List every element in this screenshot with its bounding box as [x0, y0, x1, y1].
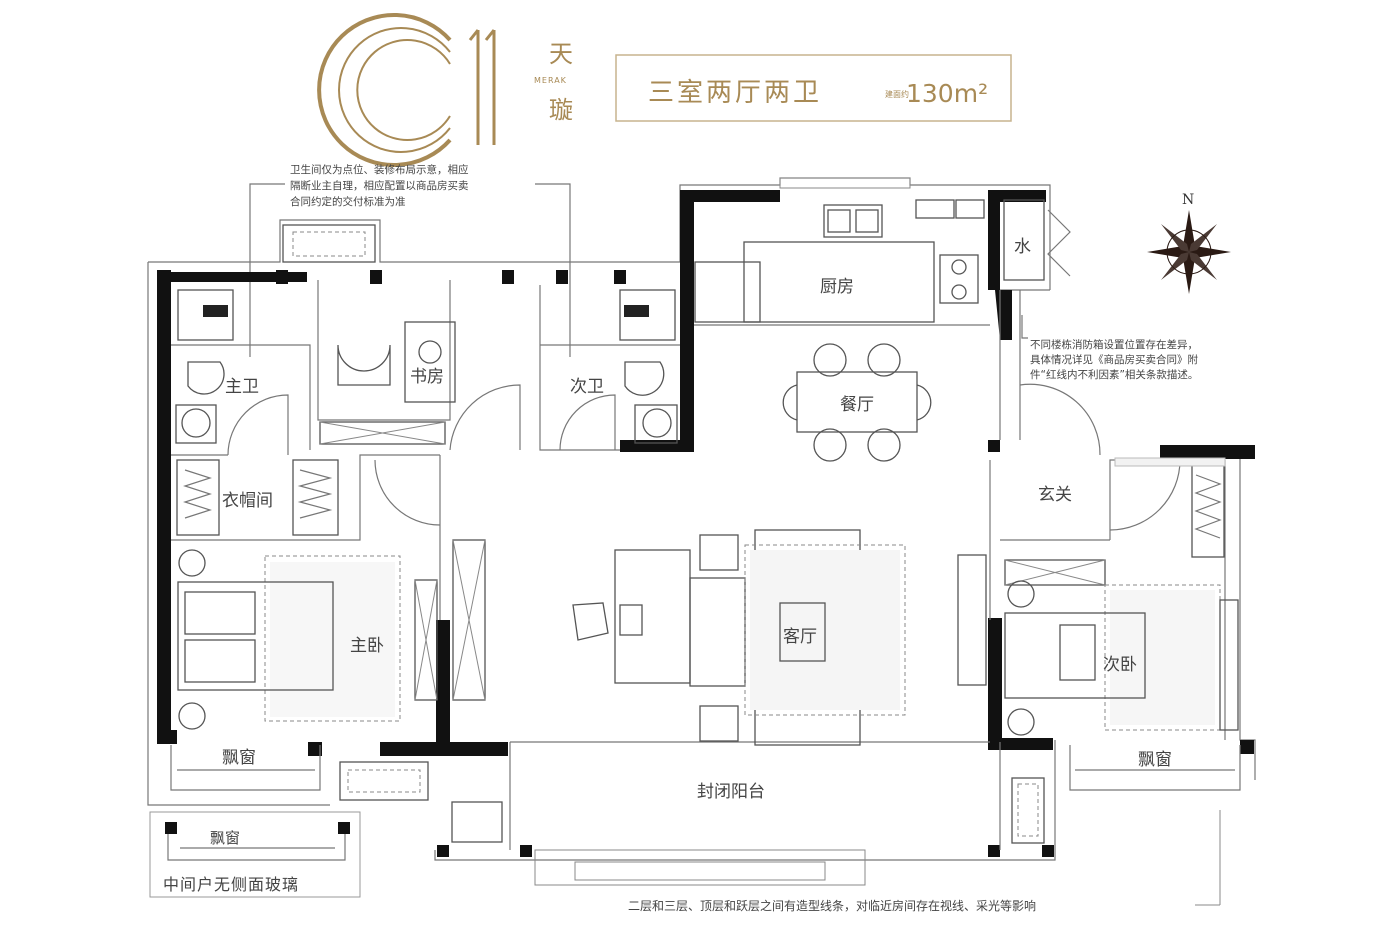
- compass-label: N: [1182, 192, 1194, 208]
- label-second-bedroom: 次卧: [1103, 655, 1137, 675]
- label-bay-window-left: 飘窗: [222, 748, 256, 768]
- fire-box-note: 不同楼栋消防箱设置位置存在差异， 具体情况详见《商品房买卖合同》附 件“红线内不…: [1021, 315, 1198, 381]
- svg-text:件“红线内不利因素”相关条款描述。: 件“红线内不利因素”相关条款描述。: [1030, 368, 1198, 381]
- bathroom-note: 卫生间仅为点位、装修布局示意，相应 隔断业主自理，相应配置以商品房买卖 合同约定…: [249, 163, 571, 357]
- inset-bay-window-label: 飘窗: [210, 829, 240, 847]
- svg-text:合同约定的交付标准为准: 合同约定的交付标准为准: [290, 195, 406, 208]
- brand-logo: C1 天 MERAK 璇: [317, 13, 576, 167]
- label-entrance: 玄关: [1038, 485, 1072, 505]
- brand-cn-top: 天: [549, 40, 576, 68]
- label-bay-window-right: 飘窗: [1138, 750, 1172, 770]
- walls: [157, 190, 1255, 857]
- label-living-room: 客厅: [783, 627, 817, 647]
- label-master-bath: 主卫: [225, 377, 259, 397]
- label-dining: 餐厅: [840, 395, 874, 415]
- svg-text:不同楼栋消防箱设置位置存在差异，: 不同楼栋消防箱设置位置存在差异，: [1030, 338, 1198, 351]
- brand-cn-bottom: 璇: [549, 96, 576, 124]
- label-cloakroom: 衣帽间: [222, 491, 273, 511]
- label-balcony: 封闭阳台: [697, 782, 765, 802]
- compass: N: [1147, 192, 1231, 294]
- brand-en: MERAK: [534, 76, 567, 85]
- svg-text:具体情况详见《商品房买卖合同》附: 具体情况详见《商品房买卖合同》附: [1030, 353, 1198, 366]
- bottom-note: 二层和三层、顶层和跃层之间有造型线条，对临近房间存在视线、采光等影响: [628, 898, 1036, 913]
- area-value: 130m²: [906, 79, 988, 108]
- label-master-bedroom: 主卧: [350, 636, 384, 656]
- doors: [227, 383, 1181, 540]
- furniture: [175, 199, 1239, 906]
- svg-text:卫生间仅为点位、装修布局示意，相应: 卫生间仅为点位、装修布局示意，相应: [290, 163, 469, 176]
- label-second-bath: 次卫: [570, 377, 604, 397]
- area-prefix: 建面约: [885, 89, 909, 99]
- room-labels: 主卫 书房 次卫 厨房 水 餐厅 衣帽间 玄关 主卧 客厅 次卧 飘窗 飘窗 封…: [222, 237, 1172, 802]
- outline: [147, 177, 1256, 886]
- inset-caption: 中间户无侧面玻璃: [163, 875, 299, 894]
- label-study: 书房: [410, 367, 444, 387]
- inset-bay-window: 飘窗 中间户无侧面玻璃: [149, 811, 361, 898]
- svg-text:隔断业主自理，相应配置以商品房买卖: 隔断业主自理，相应配置以商品房买卖: [290, 179, 469, 192]
- layout-title: 三室两厅两卫: [648, 78, 822, 108]
- label-kitchen: 厨房: [820, 277, 854, 297]
- label-water: 水: [1014, 237, 1031, 257]
- partitions: [170, 280, 1241, 850]
- layout-title-box: 三室两厅两卫 建面约 130m²: [615, 54, 1012, 122]
